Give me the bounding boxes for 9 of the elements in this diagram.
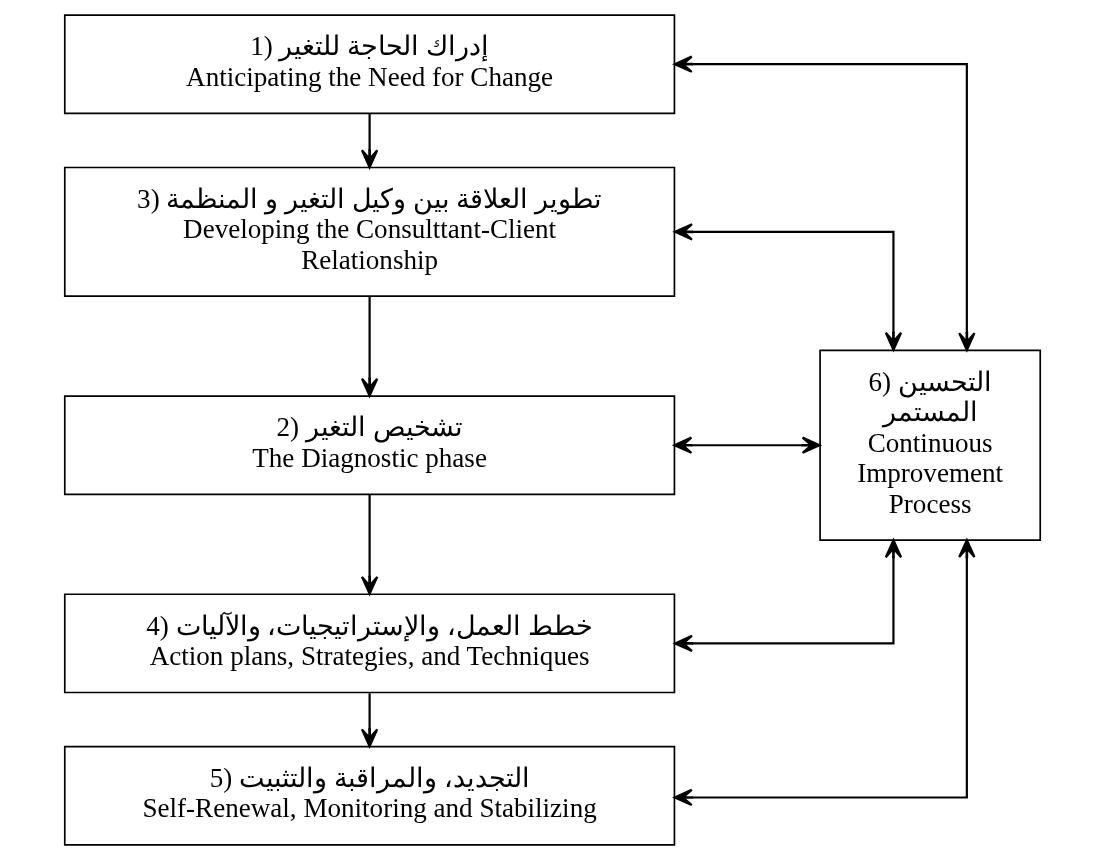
arrow <box>673 55 976 352</box>
arrow <box>360 113 379 169</box>
arrow <box>674 539 903 653</box>
arrow <box>360 693 379 748</box>
arrow <box>673 436 821 454</box>
arrow <box>674 223 903 351</box>
arrow <box>673 539 976 807</box>
arrow <box>360 494 379 595</box>
arrow <box>360 296 379 397</box>
